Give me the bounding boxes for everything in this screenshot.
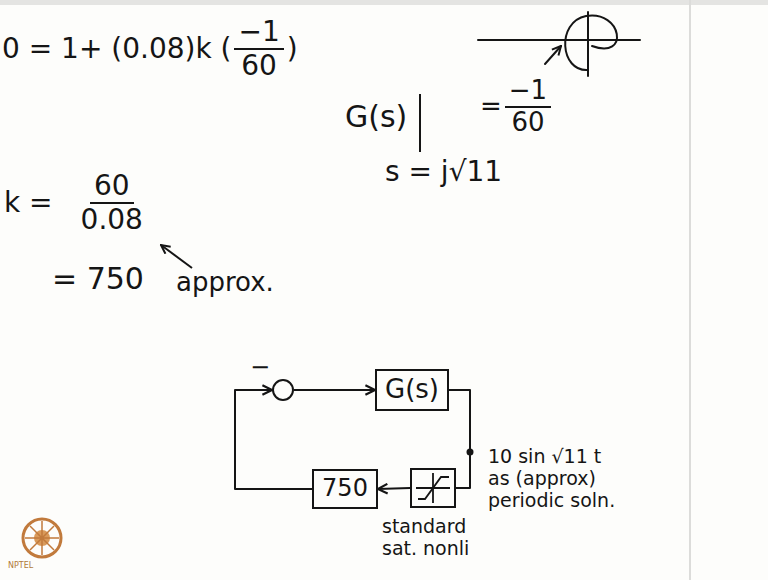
- handwritten-label: ): [287, 33, 298, 65]
- nyquist-sketch: [478, 12, 640, 76]
- node-caption: −: [250, 354, 270, 382]
- summing-junction: −: [272, 379, 294, 401]
- text-group: 10 sin √11 t as (approx) periodic soln.: [488, 446, 623, 512]
- sat-curve: [418, 477, 449, 499]
- handwritten-label: approx.: [176, 268, 274, 298]
- node-text: 750: [322, 475, 368, 503]
- page-shadow: [0, 0, 768, 5]
- handwritten-label: 10 sin √11 t as (approx) periodic soln.: [488, 446, 623, 512]
- handwritten-label: G(s): [345, 100, 407, 135]
- handwritten-label: 0 = 1+ (0.08)k (: [2, 33, 231, 65]
- signal-line: [235, 390, 312, 489]
- text-group: k = 600.08: [4, 170, 146, 236]
- signal-line: [378, 488, 410, 489]
- handwritten-label: =: [480, 92, 502, 122]
- signal-line: [294, 389, 375, 391]
- logo-ring: [23, 519, 61, 557]
- text-group: s = j√11: [385, 156, 502, 188]
- nyquist-curve: [565, 15, 617, 70]
- plant-box: G(s): [375, 369, 449, 411]
- page-edge: [689, 0, 691, 580]
- node-caption-wrap: standard sat. nonli: [382, 516, 490, 560]
- numerator: −1: [505, 76, 551, 108]
- fraction: 600.08: [81, 170, 143, 236]
- logo: [23, 519, 61, 557]
- text-group: =−160: [480, 76, 554, 138]
- handwritten-label: NPTEL: [8, 561, 33, 570]
- logo-spokes: [25, 521, 59, 555]
- denominator: 0.08: [81, 204, 143, 236]
- fraction: −160: [234, 16, 283, 82]
- node-caption-wrap: −: [250, 353, 270, 382]
- fraction: −160: [505, 76, 551, 138]
- text-group: = 750: [52, 262, 144, 297]
- node-text: G(s): [385, 375, 439, 405]
- text-group: NPTEL: [8, 561, 33, 570]
- saturation-symbol: [416, 473, 450, 503]
- handwritten-label: = 750: [52, 262, 144, 297]
- saturation-box: standard sat. nonli: [410, 468, 456, 508]
- evaluation-bar: [419, 94, 421, 152]
- node-caption: standard sat. nonli: [382, 516, 490, 560]
- pointer-arrow: [545, 46, 561, 64]
- gain-box: 750: [312, 469, 378, 509]
- junction-outline: [273, 380, 293, 400]
- imag-axis: [587, 12, 589, 76]
- handwritten-label: k =: [4, 187, 53, 219]
- numerator: −1: [234, 16, 283, 50]
- approx-arrow: [161, 245, 192, 268]
- text-group: G(s): [345, 100, 407, 135]
- text-group: approx.: [176, 268, 274, 298]
- denominator: 60: [511, 108, 544, 138]
- denominator: 60: [241, 50, 277, 82]
- handwritten-label: s = j√11: [385, 156, 502, 188]
- numerator: 60: [90, 170, 134, 204]
- text-group: 0 = 1+ (0.08)k (−160): [2, 16, 298, 82]
- junction-circle: [272, 379, 294, 401]
- signal-line: [449, 390, 470, 488]
